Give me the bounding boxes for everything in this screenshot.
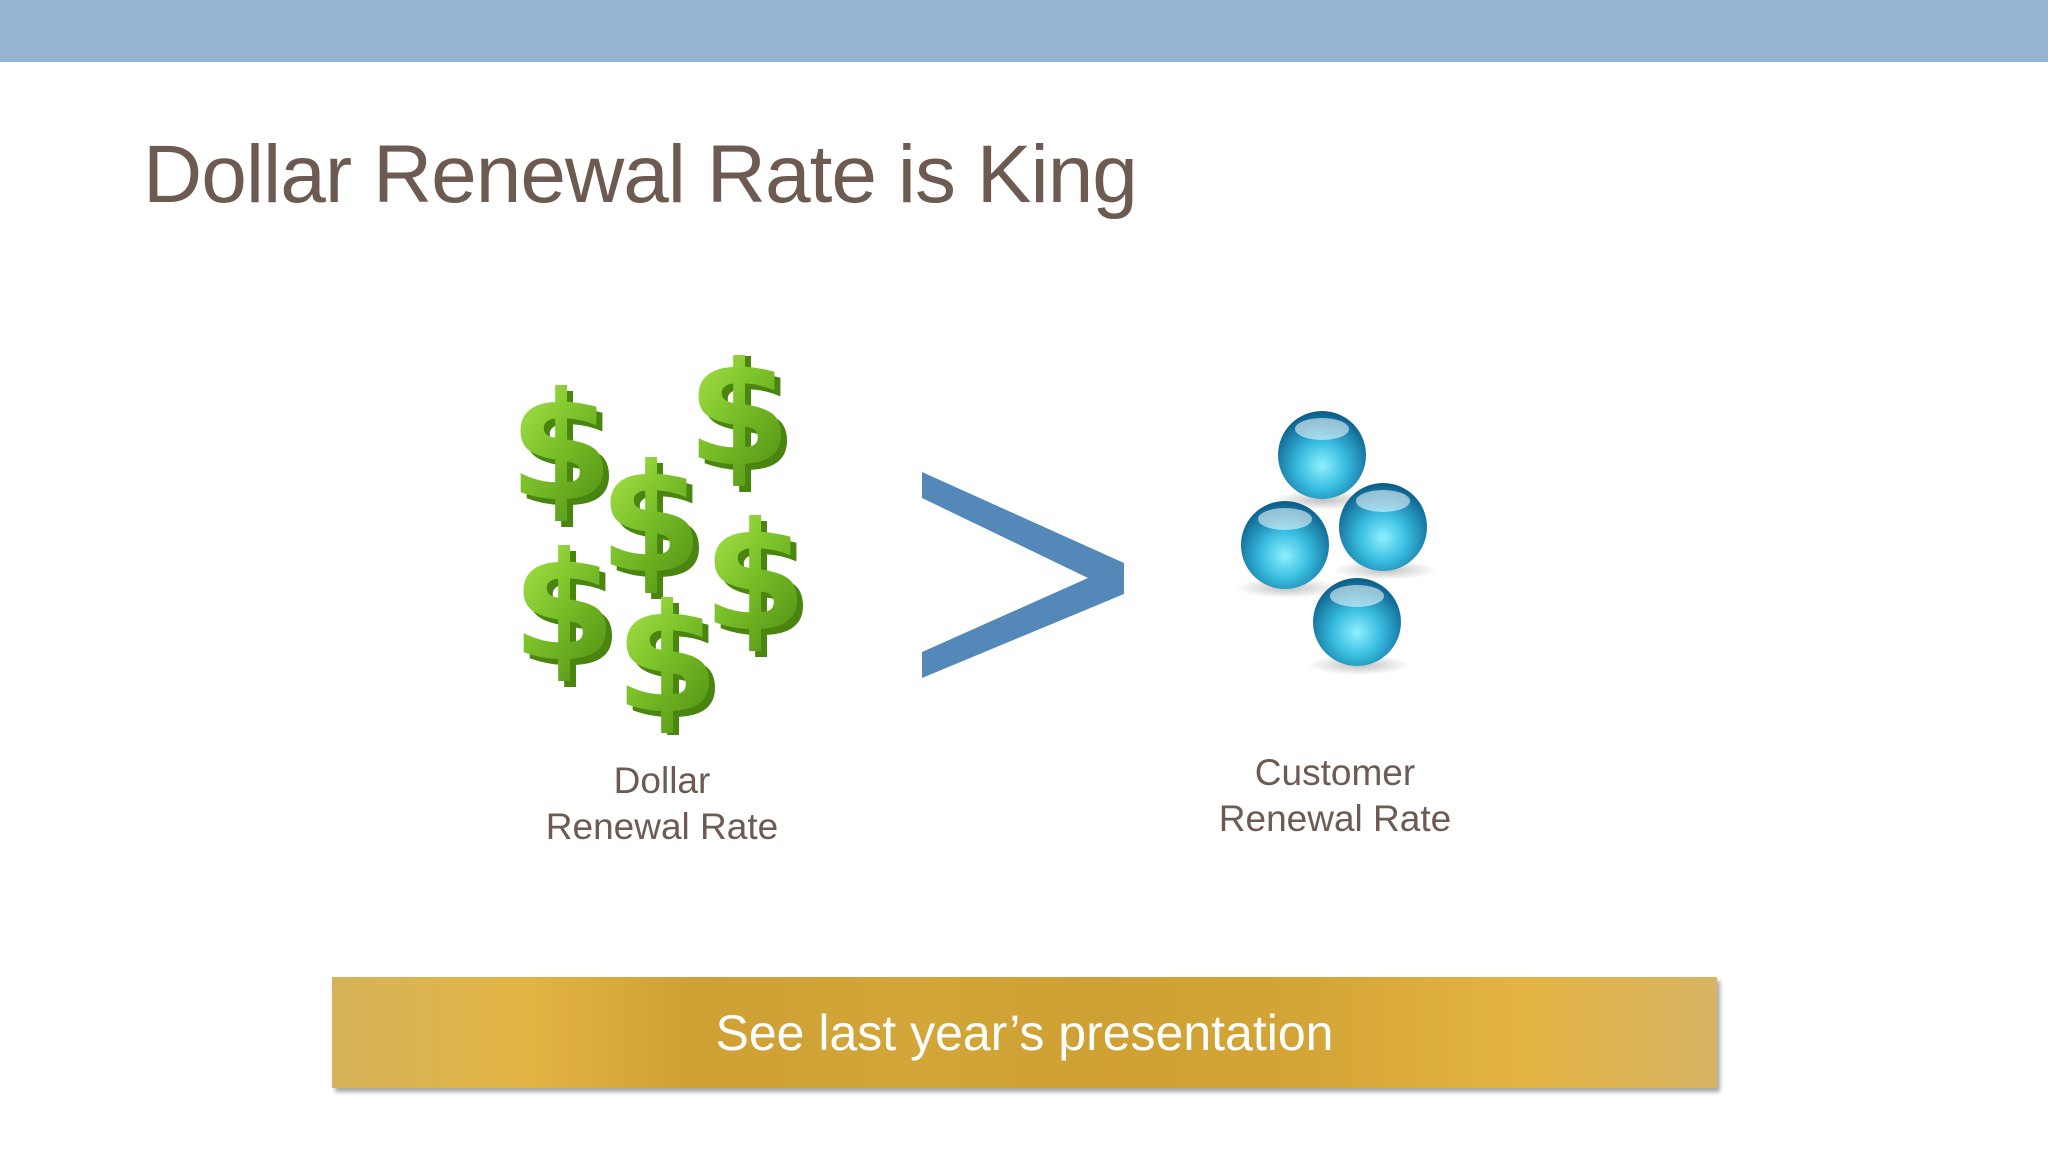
- svg-text:$: $: [515, 361, 613, 535]
- greater-than-icon: [922, 472, 1124, 678]
- svg-text:$: $: [693, 355, 797, 506]
- svg-text:$: $: [605, 439, 709, 613]
- svg-text:$: $: [599, 433, 703, 607]
- svg-text:$: $: [621, 579, 725, 735]
- dollar-renewal-rate-caption: Dollar Renewal Rate: [512, 758, 812, 850]
- banner-label: See last year’s presentation: [715, 1004, 1334, 1061]
- header-band: [0, 0, 2048, 62]
- svg-text:$: $: [615, 573, 719, 735]
- customer-caption-line1: Customer: [1254, 752, 1416, 793]
- dollar-caption-line2: Renewal Rate: [545, 806, 779, 847]
- svg-text:$: $: [703, 491, 807, 665]
- svg-text:$: $: [687, 355, 791, 500]
- dollar-signs-icon: $ $ $ $ $ $ $ $ $ $ $ $: [515, 355, 813, 735]
- see-last-years-presentation-button[interactable]: See last year’s presentation: [332, 977, 1717, 1088]
- customer-spheres-icon: [1235, 411, 1437, 675]
- customer-renewal-rate-caption: Customer Renewal Rate: [1185, 750, 1485, 842]
- svg-text:$: $: [709, 497, 813, 671]
- slide-title: Dollar Renewal Rate is King: [143, 129, 1138, 220]
- svg-text:$: $: [515, 521, 616, 695]
- dollar-caption-line1: Dollar: [613, 760, 711, 801]
- svg-text:$: $: [515, 367, 619, 541]
- svg-text:$: $: [518, 527, 622, 701]
- customer-caption-line2: Renewal Rate: [1218, 798, 1452, 839]
